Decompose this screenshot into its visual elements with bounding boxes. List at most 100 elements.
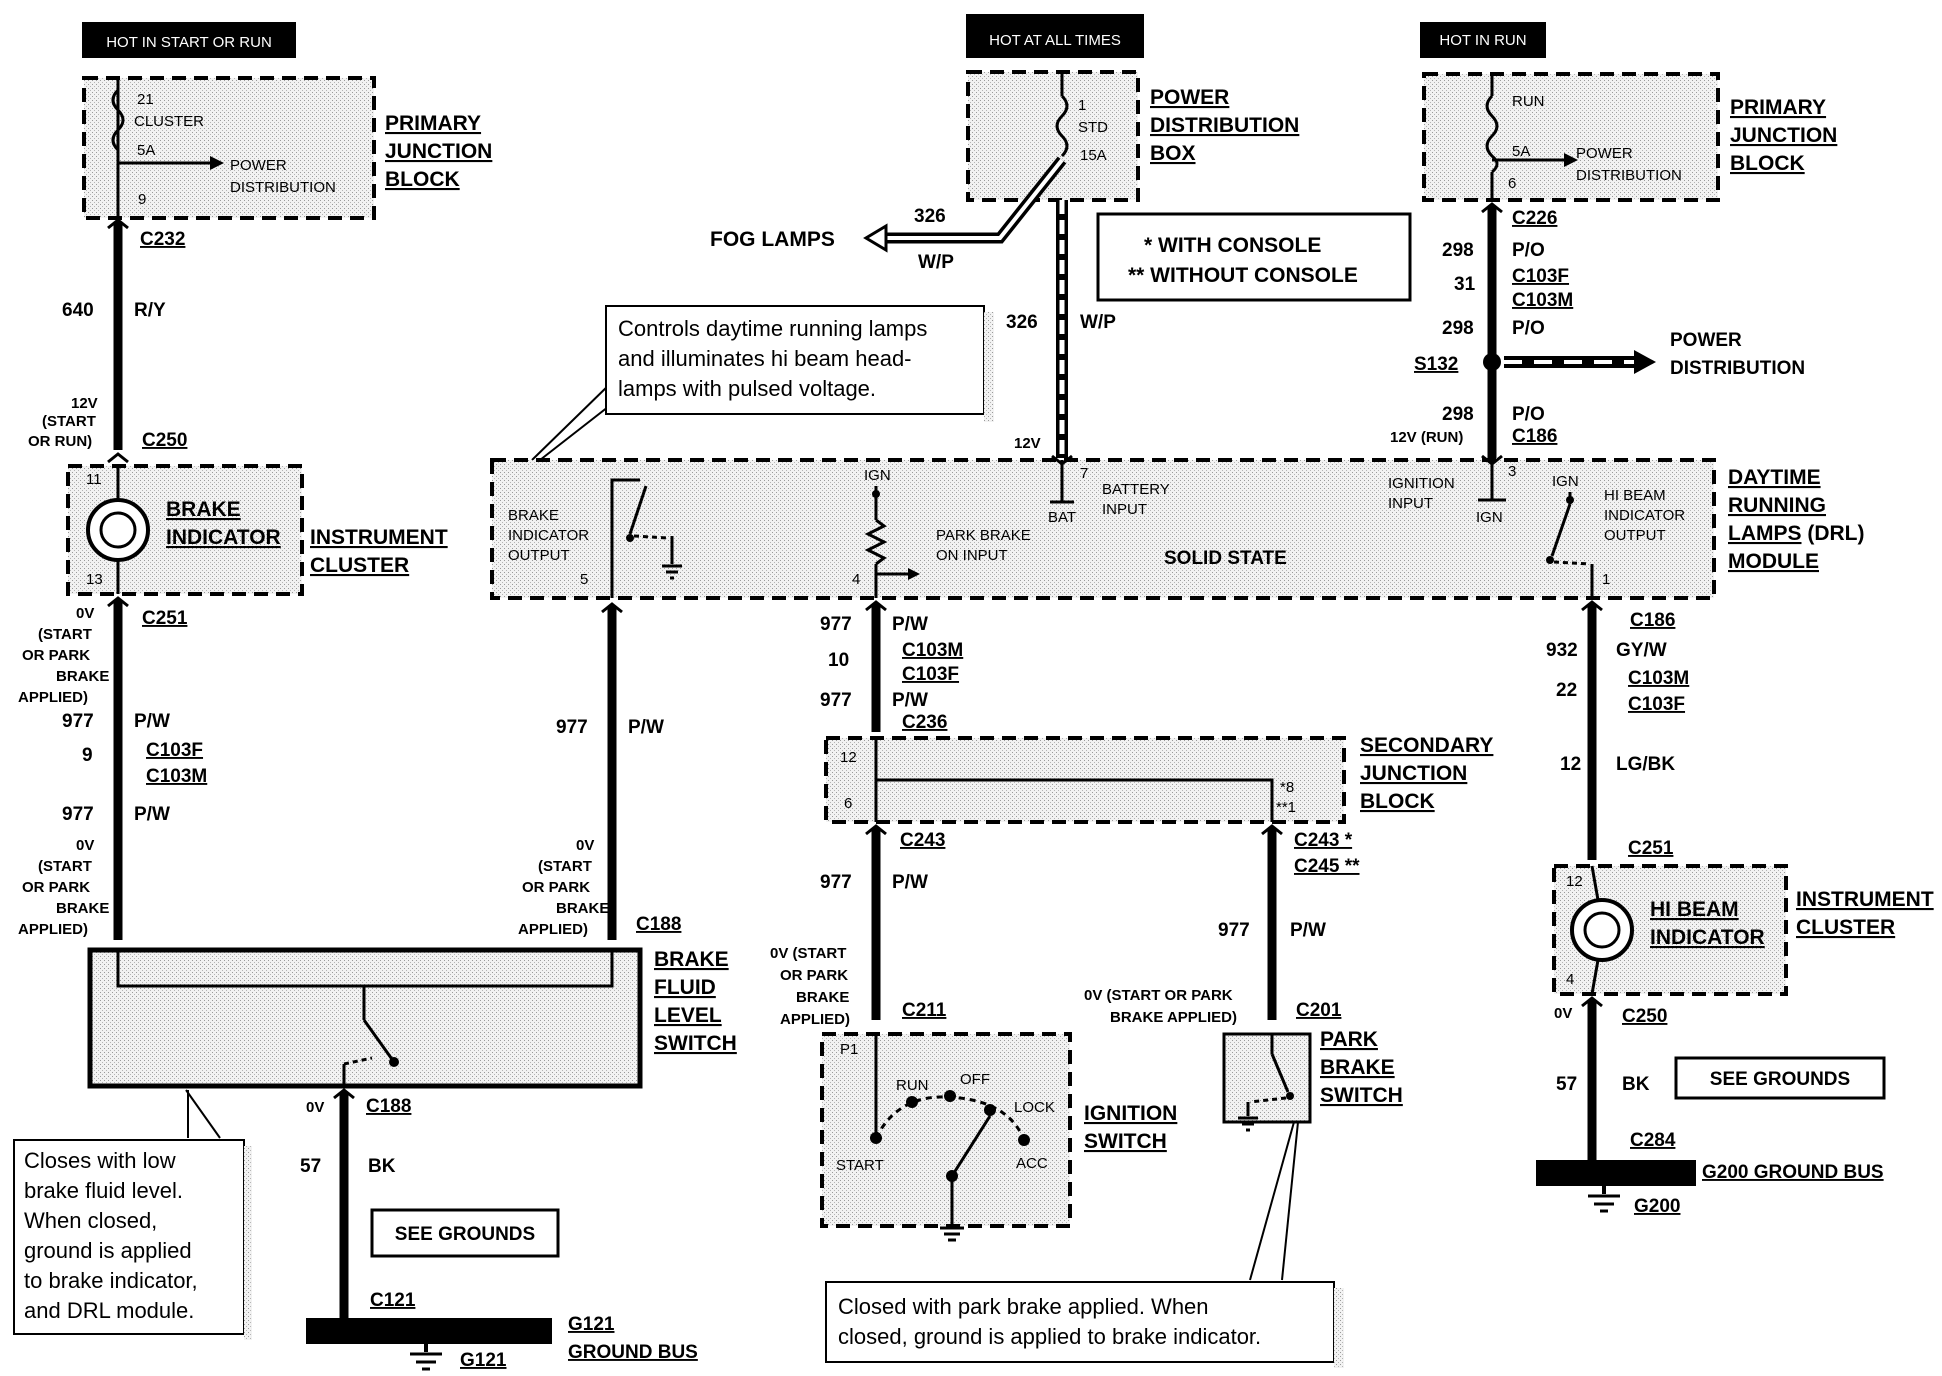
svg-text:lamps with pulsed voltage.: lamps with pulsed voltage. [618, 376, 876, 401]
svg-text:C236: C236 [902, 712, 947, 733]
svg-text:BRAKE: BRAKE [508, 507, 559, 524]
svg-text:DISTRIBUTION: DISTRIBUTION [1576, 167, 1682, 184]
svg-text:C251: C251 [1628, 838, 1674, 859]
svg-text:C121: C121 [370, 1290, 416, 1311]
battery-feed: 326 W/P [1006, 200, 1116, 458]
svg-text:APPLIED): APPLIED) [780, 1011, 850, 1028]
svg-text:P1: P1 [840, 1041, 858, 1058]
svg-text:P/W: P/W [134, 711, 170, 732]
svg-text:MODULE: MODULE [1728, 550, 1819, 573]
svg-text:LOCK: LOCK [1014, 1099, 1055, 1116]
svg-text:LEVEL: LEVEL [654, 1004, 722, 1027]
svg-text:(START: (START [38, 626, 92, 643]
svg-text:GROUND BUS: GROUND BUS [568, 1342, 698, 1363]
header-in-run: HOT IN RUN [1420, 22, 1546, 58]
svg-text:0V: 0V [576, 837, 594, 854]
svg-text:BLOCK: BLOCK [1360, 790, 1435, 813]
svg-text:57: 57 [300, 1156, 321, 1177]
svg-text:DISTRIBUTION: DISTRIBUTION [1150, 114, 1299, 137]
svg-text:INDICATOR: INDICATOR [166, 526, 281, 549]
svg-text:C243: C243 [900, 830, 945, 851]
svg-text:** WITHOUT CONSOLE: ** WITHOUT CONSOLE [1128, 264, 1358, 287]
svg-text:POWER: POWER [1150, 86, 1229, 109]
svg-text:SOLID STATE: SOLID STATE [1164, 548, 1287, 569]
svg-text:12: 12 [1560, 754, 1581, 775]
svg-text:P/W: P/W [892, 872, 928, 893]
console-legend: * WITH CONSOLE ** WITHOUT CONSOLE [1096, 212, 1412, 302]
svg-text:C188: C188 [636, 914, 681, 935]
svg-text:Controls daytime running lamps: Controls daytime running lamps [618, 316, 927, 341]
svg-text:P/W: P/W [134, 804, 170, 825]
svg-text:GY/W: GY/W [1616, 640, 1667, 661]
svg-text:W/P: W/P [1080, 312, 1116, 333]
svg-text:IGN: IGN [864, 467, 891, 484]
svg-text:326: 326 [914, 206, 946, 227]
svg-text:5: 5 [580, 571, 588, 588]
svg-text:977: 977 [820, 872, 852, 893]
svg-text:SECONDARY: SECONDARY [1360, 734, 1493, 757]
svg-text:C232: C232 [140, 229, 185, 250]
svg-text:OUTPUT: OUTPUT [508, 547, 570, 564]
svg-text:C103F: C103F [902, 664, 959, 685]
svg-text:HI BEAM: HI BEAM [1604, 487, 1666, 504]
svg-text:Closes with low: Closes with low [24, 1148, 176, 1173]
svg-text:C250: C250 [142, 430, 187, 451]
svg-text:C103F: C103F [1628, 694, 1685, 715]
svg-text:15A: 15A [1080, 147, 1107, 164]
svg-text:INSTRUMENT: INSTRUMENT [1796, 888, 1934, 911]
svg-text:5A: 5A [137, 142, 155, 159]
svg-text:P/O: P/O [1512, 404, 1545, 425]
svg-text:DISTRIBUTION: DISTRIBUTION [230, 179, 336, 196]
callout-park-brake: Closed with park brake applied. When clo… [825, 1121, 1344, 1368]
left-chain: C232 640 R/Y 12V (START OR RUN) C250 11 … [18, 222, 448, 940]
svg-text:P/W: P/W [892, 690, 928, 711]
svg-text:977: 977 [62, 804, 94, 825]
svg-text:C103F: C103F [1512, 266, 1569, 287]
svg-text:P/O: P/O [1512, 240, 1545, 261]
svg-text:PARK BRAKE: PARK BRAKE [936, 527, 1031, 544]
svg-text:LAMPS (DRL): LAMPS (DRL) [1728, 522, 1864, 545]
ignition-switch: P1 RUN OFF LOCK START ACC IGNITION SWITC… [820, 1032, 1177, 1242]
svg-text:CLUSTER: CLUSTER [1796, 916, 1895, 939]
svg-text:BRAKE: BRAKE [1320, 1056, 1395, 1079]
svg-text:1: 1 [1602, 571, 1610, 588]
svg-text:BLOCK: BLOCK [1730, 152, 1805, 175]
svg-text:7: 7 [1080, 465, 1088, 482]
svg-text:BK: BK [368, 1156, 396, 1177]
svg-text:C103M: C103M [1512, 290, 1573, 311]
svg-text:P/W: P/W [892, 614, 928, 635]
svg-text:ground is applied: ground is applied [24, 1238, 192, 1263]
svg-text:C226: C226 [1512, 208, 1557, 229]
svg-text:POWER: POWER [1576, 145, 1633, 162]
svg-text:INPUT: INPUT [1388, 495, 1433, 512]
svg-text:977: 977 [820, 690, 852, 711]
svg-text:BRAKE: BRAKE [796, 989, 849, 1006]
svg-text:P/O: P/O [1512, 318, 1545, 339]
svg-text:12V: 12V [71, 395, 98, 412]
svg-text:BLOCK: BLOCK [385, 168, 460, 191]
svg-text:PRIMARY: PRIMARY [1730, 96, 1826, 119]
right-chain: C186 932 GY/W 22 C103M C103F 12 LG/BK C2… [1536, 604, 1934, 1217]
svg-text:START: START [836, 1157, 884, 1174]
power-distribution-box: 1 STD 15A POWER DISTRIBUTION BOX [966, 70, 1299, 202]
svg-text:to brake indicator,: to brake indicator, [24, 1268, 198, 1293]
svg-text:12: 12 [1566, 873, 1583, 890]
svg-text:977: 977 [820, 614, 852, 635]
svg-text:INDICATOR: INDICATOR [1604, 507, 1685, 524]
svg-text:C284: C284 [1630, 1130, 1676, 1151]
drl-module: BRAKE INDICATOR OUTPUT 5 IGN PARK BRAKE … [490, 435, 1864, 600]
svg-text:and illuminates hi beam head-: and illuminates hi beam head- [618, 346, 912, 371]
svg-text:31: 31 [1454, 274, 1476, 295]
svg-text:13: 13 [86, 571, 103, 588]
svg-text:RUNNING: RUNNING [1728, 494, 1826, 517]
svg-text:BATTERY: BATTERY [1102, 481, 1170, 498]
park-brake-switch: PARK BRAKE SWITCH [1222, 1028, 1403, 1132]
svg-text:9: 9 [82, 745, 93, 766]
svg-text:C251: C251 [142, 608, 188, 629]
svg-text:IGN: IGN [1476, 509, 1503, 526]
svg-text:STD: STD [1078, 119, 1108, 136]
svg-text:(START: (START [38, 858, 92, 875]
svg-text:C211: C211 [902, 1000, 947, 1021]
